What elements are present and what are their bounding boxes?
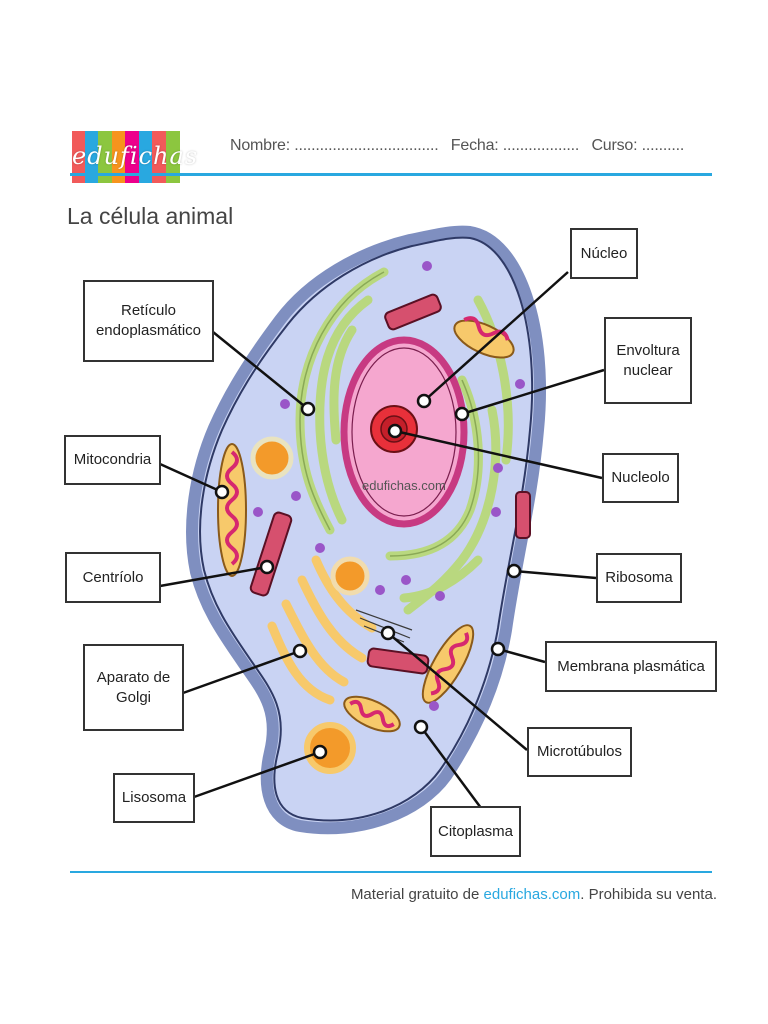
- footer: Material gratuito de edufichas.com. Proh…: [351, 886, 717, 903]
- label-mitocondria-text: Mitocondria: [73, 451, 152, 468]
- golgi-apparatus: [267, 555, 377, 705]
- label-envoltura-text: Envoltura nuclear: [616, 341, 680, 379]
- mitochondria: [217, 316, 515, 733]
- label-microtubulos: Microtúbulos: [527, 727, 632, 777]
- label-membrana: Membrana plasmática: [545, 641, 717, 692]
- label-citoplasma-text: Citoplasma: [437, 822, 514, 840]
- name-field[interactable]: Nombre: ................................…: [230, 137, 439, 154]
- logo-text: edufichas: [72, 142, 199, 170]
- lysosomes: [250, 436, 370, 774]
- label-lisosoma: Lisosoma: [113, 773, 195, 823]
- header-rule: [70, 173, 712, 176]
- label-membrana-text: Membrana plasmática: [557, 657, 705, 675]
- label-citoplasma: Citoplasma: [430, 806, 521, 857]
- footer-rule: [70, 871, 712, 873]
- label-golgi-text: Aparato de Golgi: [96, 668, 171, 706]
- date-field[interactable]: Fecha: ..................: [450, 137, 580, 154]
- label-reticulo-text: Retículo endoplasmático: [95, 302, 202, 339]
- label-centriolo-text: Centríolo: [82, 568, 144, 586]
- page-title: La célula animal: [67, 203, 234, 229]
- leader-lines: [159, 271, 605, 809]
- watermark: edufichas.com: [362, 478, 446, 493]
- edufichas-logo: edufichas: [72, 131, 199, 183]
- label-nucleo: Núcleo: [570, 228, 638, 279]
- footer-link[interactable]: edufichas.com: [483, 886, 581, 903]
- label-microtubulos-text: Microtúbulos: [536, 743, 623, 760]
- label-nucleolo-text: Nucleolo: [611, 469, 670, 486]
- footer-prefix: Material gratuito de: [350, 886, 484, 903]
- label-envoltura: Envoltura nuclear: [604, 317, 692, 404]
- label-ribosoma-text: Ribosoma: [605, 569, 673, 586]
- label-nucleo-text: Núcleo: [580, 244, 628, 262]
- worksheet-header-fields: Nombre: ................................…: [230, 137, 692, 155]
- label-centriolo: Centríolo: [65, 552, 161, 603]
- label-mitocondria: Mitocondria: [64, 435, 161, 485]
- course-field[interactable]: Curso: ..........: [591, 137, 685, 154]
- centrioles: [249, 293, 531, 675]
- label-ribosoma: Ribosoma: [596, 553, 682, 603]
- label-lisosoma-text: Lisosoma: [121, 789, 187, 806]
- footer-suffix: . Prohibida su venta.: [580, 886, 717, 903]
- label-golgi: Aparato de Golgi: [83, 644, 184, 731]
- label-reticulo: Retículo endoplasmático: [83, 280, 214, 362]
- leader-dots: [214, 393, 522, 760]
- label-nucleolo: Nucleolo: [602, 453, 679, 503]
- ribosomes: [253, 261, 525, 711]
